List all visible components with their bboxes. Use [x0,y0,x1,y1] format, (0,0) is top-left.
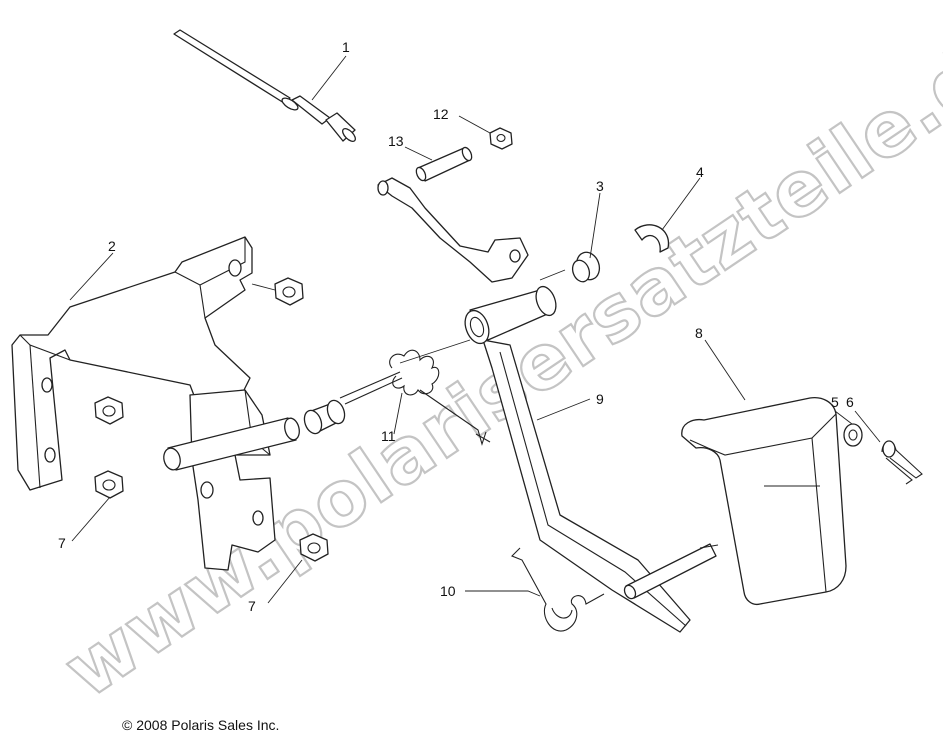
callout-12: 12 [433,106,449,122]
part-6-cotter-pin [881,440,923,485]
callouts: 1 2 3 4 5 6 7 7 8 9 10 11 12 13 [58,39,854,614]
callout-4: 4 [696,164,704,180]
pedal-pin [623,543,717,600]
part-1-cable [173,29,356,142]
callout-7a: 7 [58,535,66,551]
part-12-nut [489,127,513,150]
part-11-spring [339,349,491,446]
callout-8: 8 [695,325,703,341]
nut-left-upper [94,396,124,425]
callout-1: 1 [342,39,350,55]
part-3-bushing [571,251,601,283]
nut-upper-right [274,277,304,306]
callout-3: 3 [596,178,604,194]
part-10-spring [511,547,605,632]
part-4-clip [634,224,669,253]
callout-10: 10 [440,583,456,599]
callout-9: 9 [596,391,604,407]
part-7-nut-lower [299,533,329,562]
callout-2: 2 [108,238,116,254]
callout-11: 11 [381,428,396,444]
leader-lines [69,55,881,604]
linkage-arm [377,177,529,283]
callout-13: 13 [388,133,404,149]
callout-7b: 7 [248,598,256,614]
part-2-bracket [11,236,300,571]
part-8-pedal-pad [681,396,847,606]
bushing-left [303,399,346,435]
copyright-text: © 2008 Polaris Sales Inc. [122,717,280,733]
callout-6: 6 [846,394,854,410]
part-13-pin [415,146,473,182]
part-9-pedal-arm [464,285,691,633]
part-5-washer [843,423,863,447]
part-7-nut-left [94,470,124,499]
callout-5: 5 [831,394,839,410]
